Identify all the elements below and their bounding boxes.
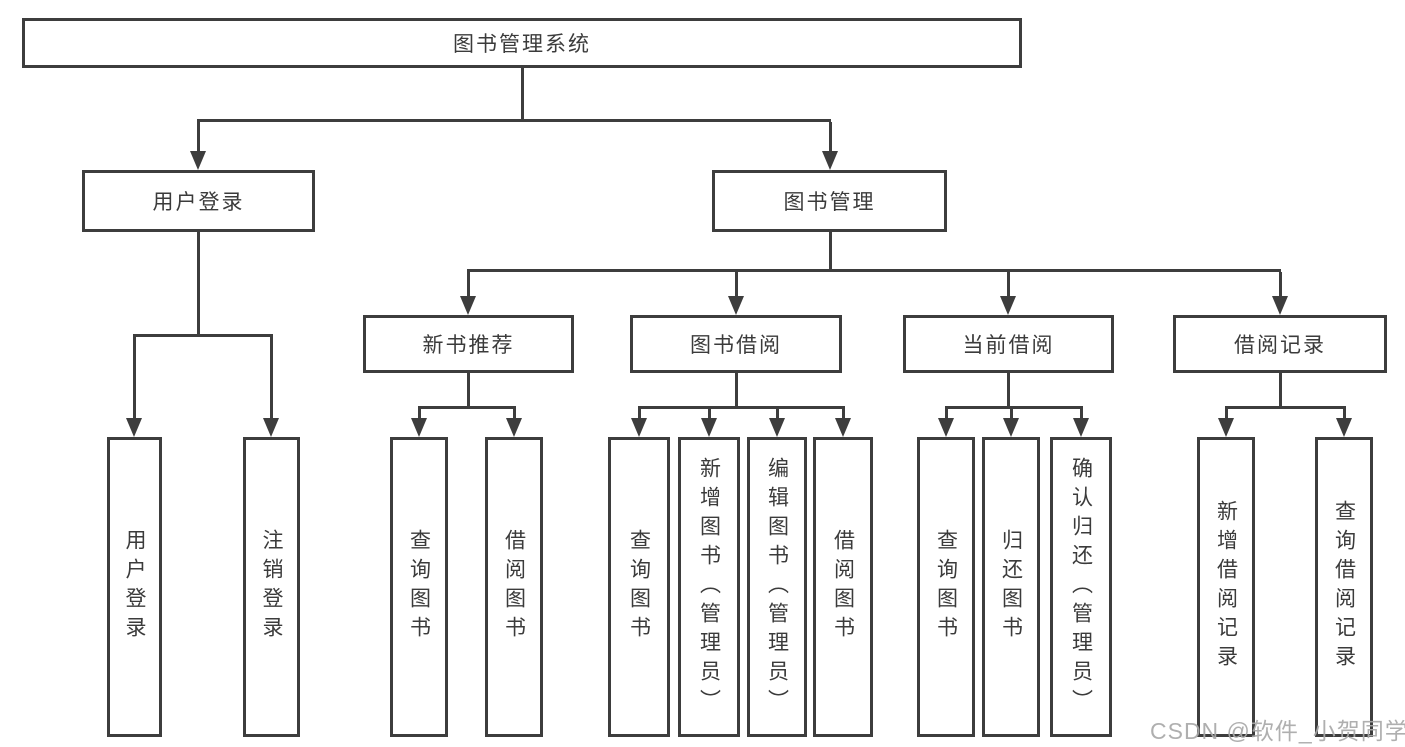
arrow-down (938, 418, 954, 437)
node-library-system: 图书管理系统 (22, 18, 1022, 68)
node-current-borrowing: 当前借阅 (903, 315, 1114, 373)
arrow-down (835, 418, 851, 437)
leaf-label: 借阅图书 (502, 529, 526, 645)
arrow-down (126, 418, 142, 437)
leaf-label: 注销登录 (260, 529, 283, 645)
arrow-down (631, 418, 647, 437)
connector-line (1007, 373, 1010, 409)
arrow-down (1003, 418, 1019, 437)
leaf-borrow-books: 借阅图书 (813, 437, 873, 737)
connector-line (638, 409, 641, 419)
connector-line (735, 373, 738, 409)
connector-line (708, 409, 711, 419)
leaf-label: 新增图书（管理员） (697, 456, 721, 718)
connector-line (1010, 409, 1013, 419)
connector-line (1080, 409, 1083, 419)
arrow-down (190, 151, 206, 170)
leaf-logout: 注销登录 (243, 437, 300, 737)
leaf-label: 查询借阅记录 (1332, 500, 1356, 674)
connector-line (776, 409, 779, 419)
leaf-label: 用户登录 (123, 529, 146, 645)
node-book-management: 图书管理 (712, 170, 947, 232)
connector-line (270, 337, 273, 419)
connector-line (1279, 272, 1282, 297)
leaf-add-borrow-record: 新增借阅记录 (1197, 437, 1255, 737)
arrow-down (1000, 296, 1016, 315)
arrow-down (1336, 418, 1352, 437)
arrow-down (701, 418, 717, 437)
arrow-down (506, 418, 522, 437)
connector-line (638, 406, 845, 409)
arrow-down (1272, 296, 1288, 315)
leaf-add-books-admin: 新增图书（管理员） (678, 437, 740, 737)
arrow-down (728, 296, 744, 315)
connector-line (945, 406, 1083, 409)
connector-line (735, 272, 738, 297)
leaf-user-login: 用户登录 (107, 437, 162, 737)
leaf-label: 新增借阅记录 (1214, 500, 1238, 674)
connector-line (1225, 409, 1228, 419)
connector-line (521, 68, 524, 122)
connector-line (1279, 373, 1282, 409)
arrow-down (411, 418, 427, 437)
leaf-query-books-recommend: 查询图书 (390, 437, 448, 737)
leaf-borrow-books-recommend: 借阅图书 (485, 437, 543, 737)
arrow-down (263, 418, 279, 437)
connector-line (513, 409, 516, 419)
leaf-edit-books-admin: 编辑图书（管理员） (747, 437, 807, 737)
leaf-label: 查询图书 (407, 529, 431, 645)
connector-line (945, 409, 948, 419)
leaf-label: 编辑图书（管理员） (765, 456, 789, 718)
arrow-down (1218, 418, 1234, 437)
node-user-login: 用户登录 (82, 170, 315, 232)
connector-line (197, 232, 200, 337)
connector-line (467, 269, 1281, 272)
connector-line (133, 334, 273, 337)
arrow-down (460, 296, 476, 315)
leaf-query-books-current: 查询图书 (917, 437, 975, 737)
node-new-book-recommend: 新书推荐 (363, 315, 574, 373)
arrow-down (769, 418, 785, 437)
node-book-borrowing: 图书借阅 (630, 315, 842, 373)
connector-line (1225, 406, 1346, 409)
leaf-query-borrow-record: 查询借阅记录 (1315, 437, 1373, 737)
leaf-label: 查询图书 (627, 529, 651, 645)
leaf-confirm-return-admin: 确认归还（管理员） (1050, 437, 1112, 737)
connector-line (133, 337, 136, 419)
leaf-return-books: 归还图书 (982, 437, 1040, 737)
csdn-watermark: CSDN @软件_小贺同学 (1150, 718, 1405, 744)
leaf-label: 归还图书 (999, 529, 1023, 645)
connector-line (197, 119, 831, 122)
connector-line (467, 373, 470, 409)
connector-line (829, 122, 832, 153)
arrow-down (822, 151, 838, 170)
connector-line (842, 409, 845, 419)
connector-line (1007, 272, 1010, 297)
connector-line (829, 232, 832, 272)
connector-line (197, 122, 200, 153)
connector-line (467, 272, 470, 297)
leaf-label: 确认归还（管理员） (1069, 456, 1093, 718)
connector-line (418, 409, 421, 419)
node-borrow-records: 借阅记录 (1173, 315, 1387, 373)
arrow-down (1073, 418, 1089, 437)
leaf-label: 借阅图书 (831, 529, 855, 645)
connector-line (418, 406, 516, 409)
leaf-query-books-borrowing: 查询图书 (608, 437, 670, 737)
connector-line (1343, 409, 1346, 419)
leaf-label: 查询图书 (934, 529, 958, 645)
